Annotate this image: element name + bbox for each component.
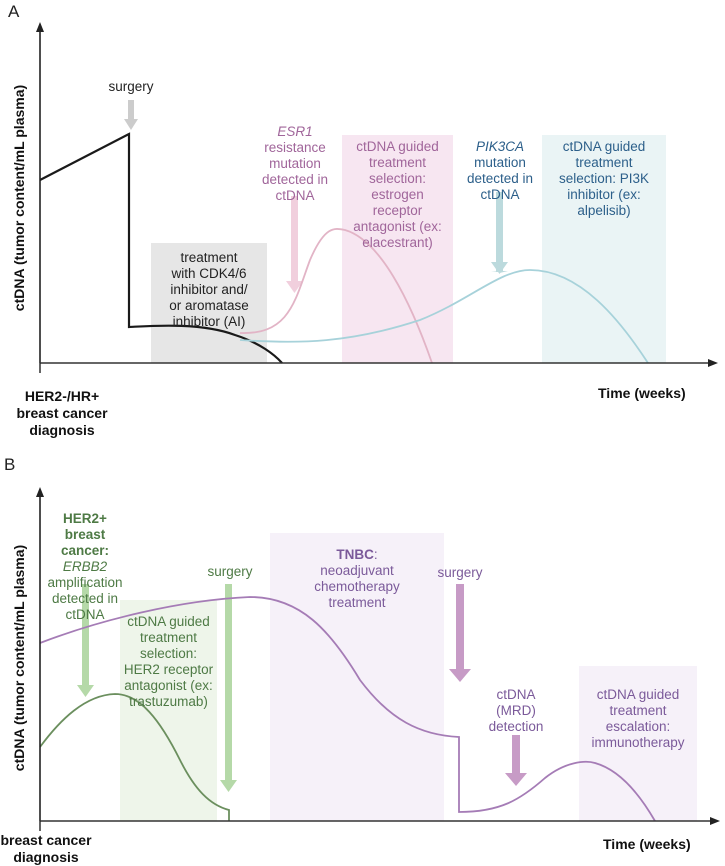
panel-b-diagnosis-label: breast cancer diagnosis	[0, 832, 92, 865]
panel-b-her2-arrow-icon	[77, 584, 94, 697]
panel-a-pi3k-box	[542, 135, 666, 363]
panel-a-surgery-label: surgery	[108, 79, 154, 94]
panel-a-teal-curve	[239, 269, 649, 364]
panel-b-surgery-purple-arrow-icon	[449, 584, 471, 682]
panel-b-surgery-green-label: surgery	[207, 564, 253, 579]
panel-b-mrd-label: ctDNA (MRD) detection	[488, 687, 544, 734]
panel-b-x-axis-label: Time (weeks)	[603, 836, 691, 852]
esr1-gene-name: ESR1	[277, 124, 313, 139]
panel-b-surgery-green-arrow-icon	[220, 584, 237, 792]
panel-a-esr1-arrow-icon	[286, 196, 303, 293]
panel-b-green-curve	[39, 693, 230, 821]
panel-a-x-axis-label: Time (weeks)	[598, 385, 686, 401]
panel-a-black-curve	[39, 132, 283, 364]
panel-a-pik3ca-label: PIK3CA mutation detected in ctDNA	[466, 139, 534, 202]
panel-a-treatment-box	[151, 243, 267, 363]
panel-a-estrogen-box	[342, 135, 453, 363]
panel-a-letter: A	[8, 2, 20, 21]
panel-b-mrd-arrow-icon	[505, 735, 527, 786]
panel-b-her2-treatment-label: ctDNA guided treatment selection: HER2 r…	[123, 614, 214, 709]
panel-a-pink-curve	[239, 228, 433, 364]
panel-b-purple-curve	[39, 596, 656, 822]
pik3ca-gene-name: PIK3CA	[475, 139, 525, 154]
panel-a-esr1-label: ESR1 resistance mutation detected in ctD…	[255, 124, 335, 204]
panel-b-her2-label: HER2+ breast cancer: ERBB2 amplification…	[47, 511, 123, 622]
panel-a-pik3ca-arrow-icon	[491, 192, 508, 274]
panel-b-letter: B	[4, 455, 16, 474]
panel-b-tnbc-label: TNBC: neoadjuvant chemotherapy treatment	[314, 547, 400, 610]
panel-b-her2-box	[120, 600, 217, 821]
panel-b-surgery-purple-label: surgery	[437, 565, 483, 580]
panel-a-surgery-arrow-icon	[124, 100, 138, 130]
panel-b-tnbc-box	[270, 533, 444, 821]
panel-a-estrogen-label: ctDNA guided treatment selection: estrog…	[353, 139, 442, 250]
panel-b-y-axis-label: ctDNA (tumor content/mL plasma)	[11, 544, 27, 772]
panel-b-immuno-label: ctDNA guided treatment escalation: immun…	[591, 687, 685, 750]
panel-a-diagnosis-label: HER2-/HR+ breast cancer diagnosis	[16, 388, 108, 438]
panel-a-treatment-label: treatment with CDK4/6 inhibitor and/ or …	[169, 250, 249, 329]
panel-a-y-axis-label: ctDNA (tumor content/mL plasma)	[11, 84, 27, 312]
panel-a-pi3k-label: ctDNA guided treatment selection: PI3K i…	[558, 139, 650, 218]
erbb2-gene-name: ERBB2	[62, 559, 108, 574]
